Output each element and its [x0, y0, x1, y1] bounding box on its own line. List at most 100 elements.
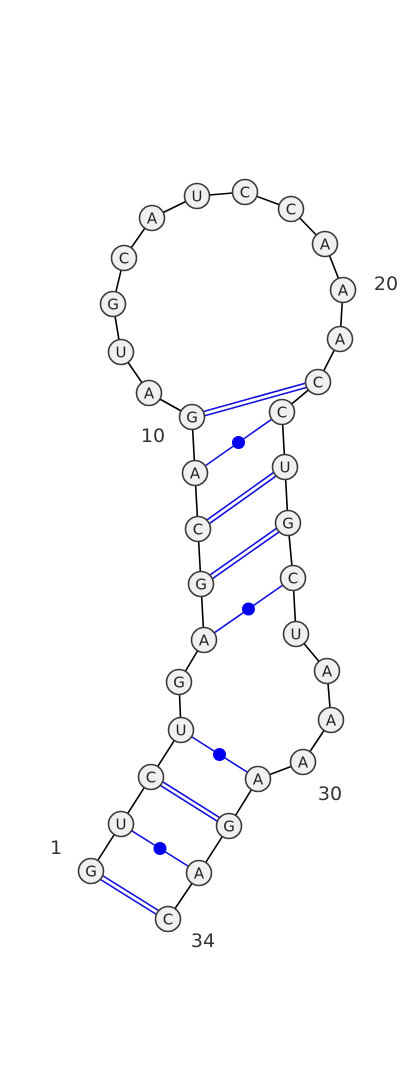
canonical-pair-line	[198, 468, 287, 532]
nucleotide-letter: C	[193, 521, 203, 539]
nucleotide-node: A	[311, 230, 339, 258]
nucleotide-circle	[154, 905, 182, 933]
nucleotide-circle	[165, 668, 193, 696]
nucleotide-circle	[231, 178, 259, 206]
nucleotide-node: U	[107, 338, 135, 366]
wobble-pair-dot	[242, 602, 255, 616]
nucleotide-circle	[289, 748, 317, 776]
nucleotide-node: C	[279, 564, 307, 592]
nucleotide-letter: C	[313, 374, 323, 392]
nucleotide-letter: A	[326, 712, 337, 730]
position-label: 34	[191, 930, 215, 952]
nucleotide-letter: U	[291, 626, 302, 644]
nucleotide-letter: U	[176, 722, 187, 740]
nucleotide-letter: U	[280, 459, 291, 477]
nucleotide-letter: C	[288, 570, 298, 588]
nucleotide-node: A	[244, 765, 272, 793]
nucleotide-node: A	[135, 379, 163, 407]
nucleotide-circle	[274, 509, 302, 537]
nucleotide-letter: A	[144, 385, 155, 403]
nucleotide-letter: A	[190, 465, 201, 483]
nucleotide-circle	[187, 570, 215, 598]
nucleotide-letter: G	[85, 863, 97, 881]
canonical-pair-line	[91, 868, 170, 918]
nucleotide-circle	[268, 398, 296, 426]
nucleotide-letter: G	[195, 576, 207, 594]
canonical-pair-line	[192, 383, 319, 420]
nucleotide-circle	[326, 325, 354, 353]
nucleotide-node: U	[183, 182, 211, 210]
nucleotide-node: G	[274, 509, 302, 537]
nucleotide-circle	[311, 230, 339, 258]
nucleotide-letter: G	[223, 818, 235, 836]
nucleotide-circle	[181, 459, 209, 487]
nucleotide-node: A	[326, 325, 354, 353]
canonical-pair-line	[89, 872, 168, 922]
nucleotide-circle	[183, 182, 211, 210]
nucleotide-letter: C	[119, 250, 129, 268]
nucleotide-letter: C	[286, 201, 296, 219]
nucleotide-letter: A	[320, 236, 331, 254]
nucleotide-letter: A	[147, 210, 158, 228]
nucleotide-letter: C	[277, 404, 287, 422]
canonical-pair-line	[149, 778, 229, 829]
nucleotide-circle	[137, 763, 165, 791]
nucleotide-node: A	[329, 276, 357, 304]
wobble-pair-dot	[153, 842, 167, 855]
nucleotide-node: G	[215, 812, 243, 840]
nucleotide-circle	[184, 515, 212, 543]
nucleotide-letter: A	[338, 282, 349, 300]
nucleotide-circle	[277, 195, 305, 223]
nucleotide-node: C	[184, 515, 212, 543]
nucleotide-circle	[135, 379, 163, 407]
nucleotide-letter: A	[194, 865, 205, 883]
nucleotide-circle	[107, 810, 135, 838]
canonical-pair-line	[201, 524, 290, 587]
nucleotide-letter: U	[192, 188, 203, 206]
nucleotide-letter: U	[116, 344, 127, 362]
nucleotide-node: A	[313, 657, 341, 685]
nucleotide-letter: G	[107, 296, 119, 314]
nucleotide-letter: A	[322, 663, 333, 681]
nucleotide-node: G	[178, 403, 206, 431]
nucleotide-node: C	[268, 398, 296, 426]
nucleotide-letter: A	[199, 632, 210, 650]
nucleotide-node: A	[185, 859, 213, 887]
nucleotide-circle	[178, 403, 206, 431]
base-pair-layer	[89, 379, 319, 922]
nucleotide-node: G	[99, 290, 127, 318]
nucleotide-letter: A	[253, 771, 264, 789]
position-label: 20	[374, 273, 398, 295]
nucleotide-node: A	[317, 706, 345, 734]
nucleotide-circle	[190, 626, 218, 654]
nucleotide-letter: A	[298, 754, 309, 772]
nucleotide-node: A	[138, 204, 166, 232]
nucleotide-circle	[282, 620, 310, 648]
nucleotide-node: G	[165, 668, 193, 696]
nucleotide-letter: G	[186, 409, 198, 427]
nucleotide-circle	[244, 765, 272, 793]
position-label: 30	[318, 783, 342, 805]
nucleotide-node: U	[167, 716, 195, 744]
nucleotide-node: U	[282, 620, 310, 648]
nucleotide-letter: A	[335, 331, 346, 349]
nucleotide-letter: C	[163, 911, 173, 929]
nucleotide-circle	[304, 368, 332, 396]
nucleotide-node: C	[154, 905, 182, 933]
canonical-pair-line	[196, 464, 285, 528]
nucleotide-node: C	[231, 178, 259, 206]
nucleotide-circle	[107, 338, 135, 366]
nucleotide-letter: C	[240, 184, 250, 202]
nucleotide-circle	[329, 276, 357, 304]
nucleotide-letter: G	[282, 515, 294, 533]
nucleotide-circle	[271, 453, 299, 481]
canonical-pair-line	[199, 520, 288, 583]
nucleotide-node: C	[137, 763, 165, 791]
wobble-pair-dot	[213, 748, 226, 761]
nucleotide-node: C	[304, 368, 332, 396]
wobble-pair-dot	[232, 436, 245, 449]
nucleotide-node: U	[107, 810, 135, 838]
nucleotide-letter: U	[116, 816, 127, 834]
nucleotide-circle	[167, 716, 195, 744]
nucleotide-circle	[317, 706, 345, 734]
